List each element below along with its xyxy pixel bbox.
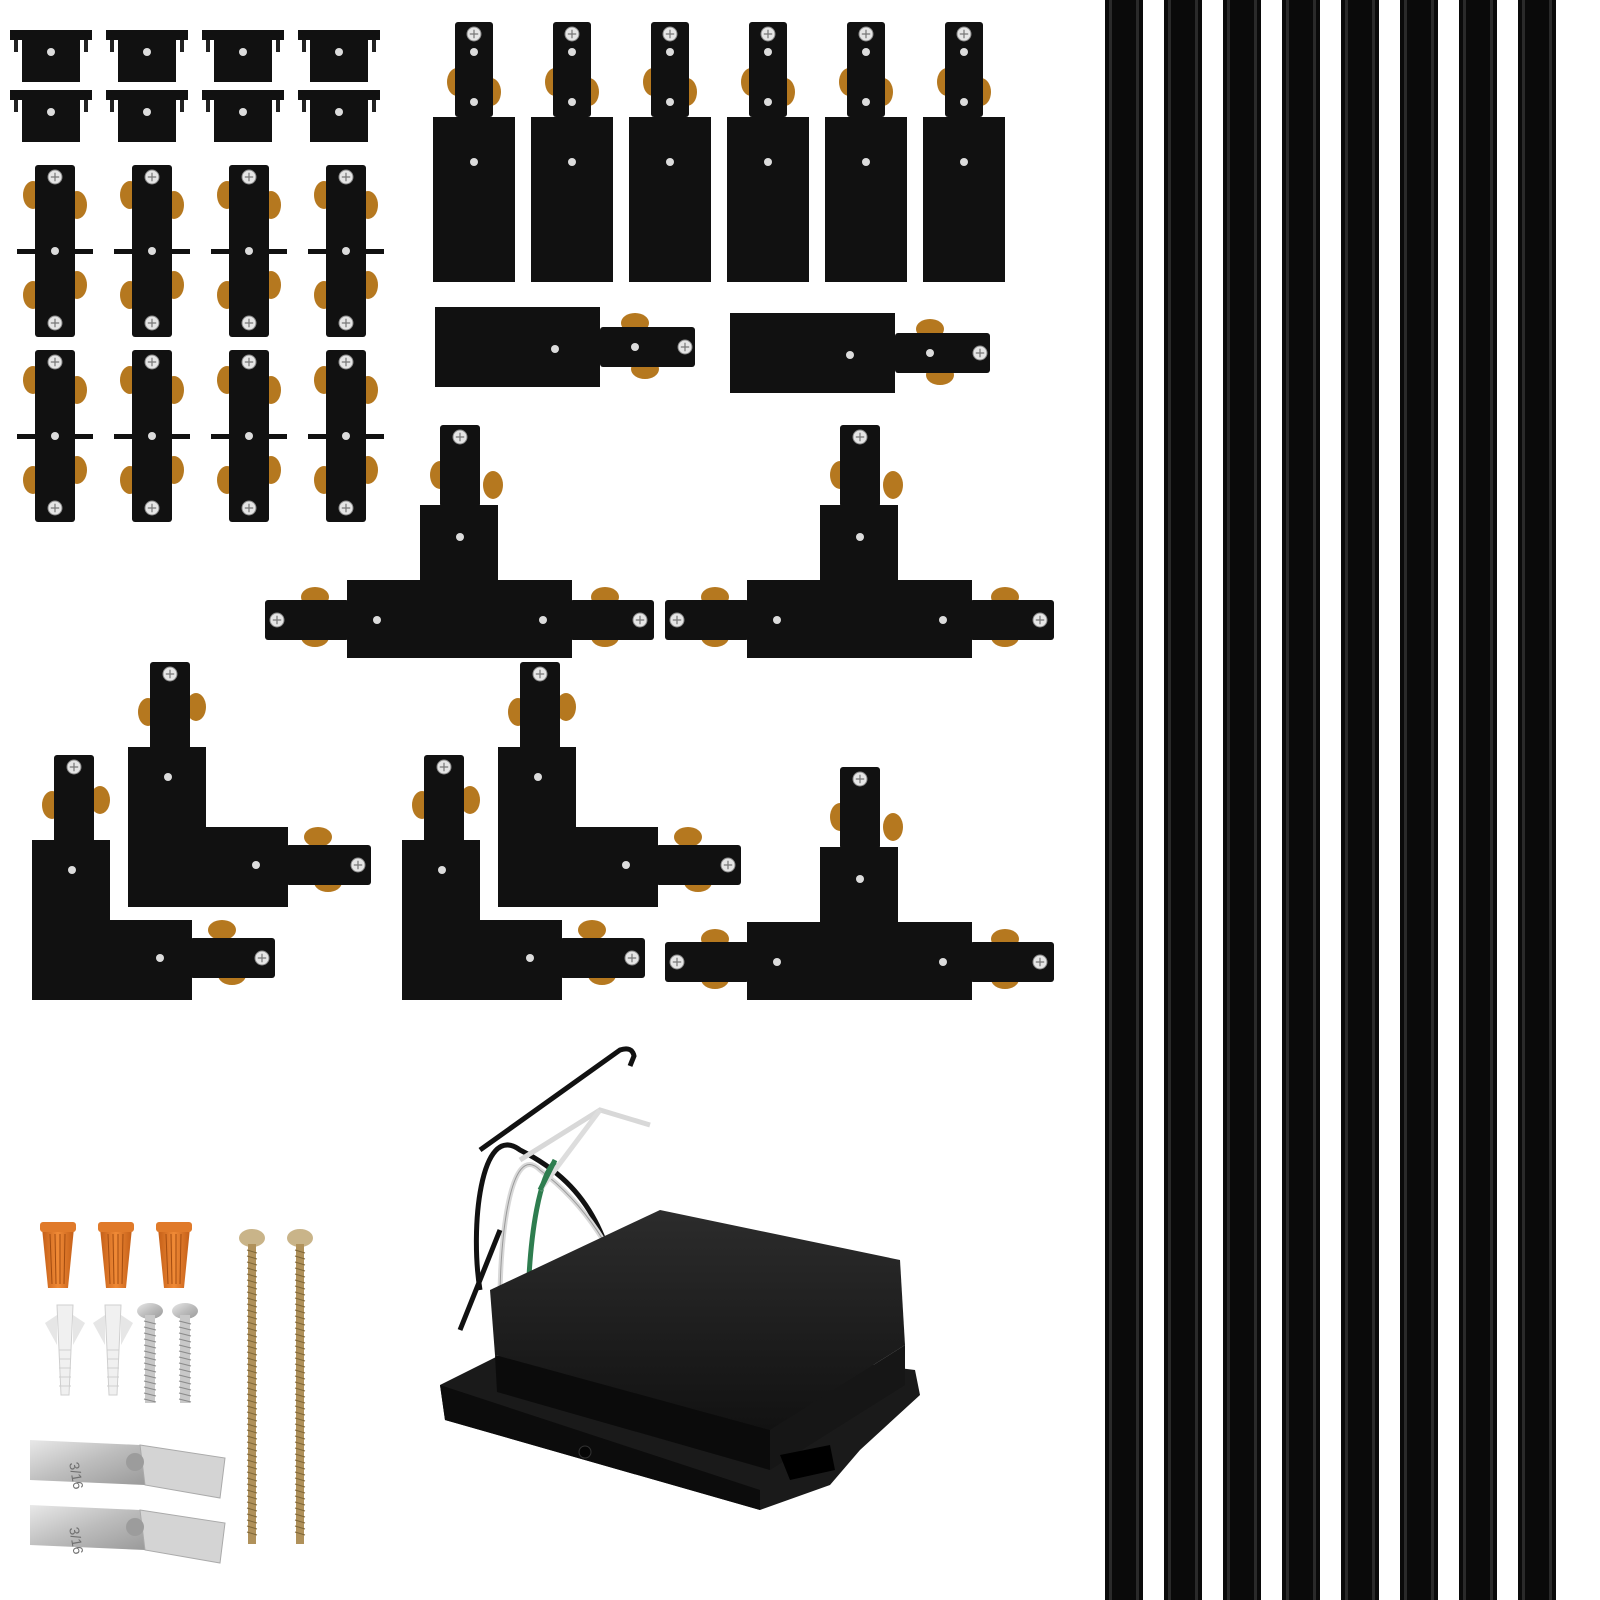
- track-rail-icon: [1400, 0, 1438, 1600]
- straight-connector-icon: [211, 350, 287, 522]
- straight-connector-icon: [114, 165, 190, 337]
- toggle-clip-icon: 3/16: [30, 1440, 226, 1499]
- wall-anchor-icon: [93, 1304, 133, 1396]
- live-end-feed-icon: [727, 22, 809, 282]
- l-connector-icon: [32, 755, 275, 1000]
- long-screw-icon: [287, 1229, 313, 1544]
- end-cap-icon: [298, 90, 380, 142]
- live-end-feeds-group: [433, 22, 1005, 282]
- horizontal-feed-icon: [435, 307, 695, 387]
- live-end-feed-icon: [825, 22, 907, 282]
- straight-connector-icon: [17, 165, 93, 337]
- wire-nut-icon: [40, 1222, 76, 1288]
- wire-nut-icon: [156, 1222, 192, 1288]
- track-rail-icon: [1105, 0, 1143, 1600]
- straight-connector-icon: [211, 165, 287, 337]
- l-connector-icon: [498, 662, 741, 907]
- track-rail-icon: [1282, 0, 1320, 1600]
- black-wire-tip: [478, 1046, 637, 1153]
- end-cap-icon: [202, 30, 284, 82]
- end-cap-icon: [106, 30, 188, 82]
- track-rail-icon: [1164, 0, 1202, 1600]
- straight-connector-icon: [308, 350, 384, 522]
- l-connector-icon: [402, 755, 645, 1000]
- end-cap-icon: [298, 30, 380, 82]
- screw-icon: [137, 1303, 163, 1403]
- end-cap-icon: [10, 30, 92, 82]
- hardware-kit-group: 3/16 3/16: [30, 1222, 313, 1564]
- l-connectors-group: [32, 662, 741, 1000]
- end-cap-icon: [106, 90, 188, 142]
- wire-nut-icon: [98, 1222, 134, 1288]
- straight-connector-icon: [17, 350, 93, 522]
- live-end-feed-icon: [433, 22, 515, 282]
- horizontal-feed-icon: [730, 313, 990, 393]
- track-rail-icon: [1223, 0, 1261, 1600]
- end-cap-icon: [202, 90, 284, 142]
- screw-icon: [172, 1303, 198, 1403]
- live-end-feed-icon: [923, 22, 1005, 282]
- long-screw-icon: [239, 1229, 265, 1544]
- end-cap-icon: [10, 90, 92, 142]
- t-connector-icon: [665, 425, 1054, 658]
- track-rail-icon: [1341, 0, 1379, 1600]
- wall-anchor-icon: [45, 1304, 85, 1396]
- live-end-feed-icon: [531, 22, 613, 282]
- straight-connectors-group: [17, 165, 384, 522]
- toggle-clip-icon: 3/16: [30, 1505, 226, 1564]
- svg-text:3/16: 3/16: [66, 1461, 87, 1491]
- end-caps-group: [10, 30, 380, 142]
- l-connector-icon: [128, 662, 371, 907]
- t-connector-icon: [665, 767, 1054, 1000]
- track-rail-icon: [1459, 0, 1497, 1600]
- svg-text:3/16: 3/16: [66, 1526, 87, 1556]
- track-rails-group: [1105, 0, 1556, 1600]
- straight-connector-icon: [114, 350, 190, 522]
- straight-connector-icon: [308, 165, 384, 337]
- horizontal-feeds-group: [435, 307, 990, 393]
- track-rail-icon: [1518, 0, 1556, 1600]
- white-wire-tip: [518, 1107, 651, 1163]
- live-end-feed-icon: [629, 22, 711, 282]
- canopy-feed-icon: [440, 1046, 920, 1510]
- t-connectors-group: [265, 425, 1054, 1000]
- t-connector-icon: [265, 425, 654, 658]
